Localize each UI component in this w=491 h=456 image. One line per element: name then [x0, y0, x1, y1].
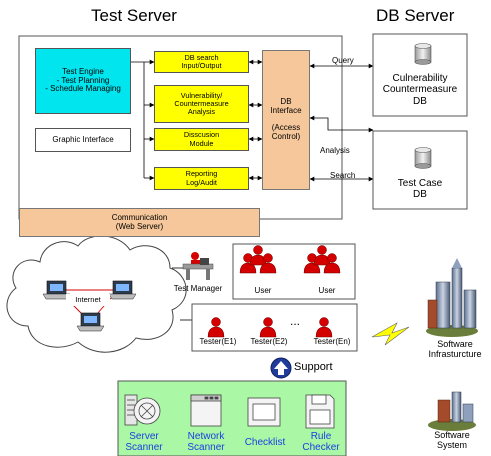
server-scanner-label: Server Scanner: [125, 431, 163, 453]
person-icon: [239, 253, 257, 274]
computer-icon: [108, 280, 137, 300]
people-icons: [207, 245, 341, 338]
module-discussion: Disscusion Module: [154, 128, 249, 151]
database-cylinder-icon: [414, 147, 432, 169]
module-db-search: DB search Input/Output: [154, 51, 249, 73]
checklist-icon: [247, 397, 281, 427]
testcase-db-label: Test Case DB: [397, 177, 443, 200]
test-engine-box: Test Engine - Test Planning - Schedule M…: [35, 48, 131, 114]
tester-ellipsis: ...: [290, 314, 301, 328]
module-links: [248, 59, 263, 181]
person-icon: [249, 245, 267, 266]
vulnerability-db-label: Culnerability Countermeasure DB: [382, 73, 458, 107]
analysis-label: Analysis: [320, 146, 350, 155]
network-scanner-icon: [190, 394, 222, 427]
tester-label: Tester(E2): [250, 337, 288, 346]
search-label: Search: [330, 171, 356, 180]
db-server-title: DB Server: [376, 6, 455, 25]
network-scanner-label: Network Scanner: [187, 431, 225, 453]
person-icon: [207, 317, 225, 338]
software-system-label: Software System: [434, 430, 470, 450]
module-vulnerability-analysis: Vulnerability/ Countermeasure Analysis: [154, 85, 249, 123]
person-icon: [315, 317, 333, 338]
checklist-label: Checklist: [244, 437, 286, 448]
support-label: Support: [294, 361, 333, 373]
internet-label: Internet: [66, 294, 110, 306]
engine-bus: [131, 59, 155, 181]
communication-box: Communication (Web Server): [19, 208, 260, 237]
test-manager-label: Test Manager: [173, 284, 223, 293]
rule-checker-icon: [305, 394, 335, 429]
db-interface-box: DB Interface (Access Control): [262, 50, 310, 190]
software-infrastructure-label: Software Infrasturcture: [428, 339, 482, 359]
person-icon: [313, 245, 331, 266]
computer-icon: [42, 280, 71, 300]
person-icon: [259, 253, 277, 274]
db-box-testcase: [372, 130, 468, 210]
support-up-arrow-icon: [270, 357, 292, 379]
query-label: Query: [332, 56, 354, 65]
person-icon: [323, 253, 341, 274]
rule-checker-label: Rule Checker: [302, 431, 340, 453]
db-links: [309, 63, 374, 182]
test-manager-icon: [182, 252, 214, 280]
person-icon: [303, 253, 321, 274]
module-reporting: Reporting Log/Audit: [154, 167, 249, 190]
user-label: User: [254, 286, 272, 295]
user-label: User: [318, 286, 336, 295]
graphic-interface-box: Graphic Interface: [35, 128, 131, 152]
software-system-icon: [428, 391, 476, 431]
person-icon: [259, 317, 277, 338]
test-server-title: Test Server: [91, 6, 177, 25]
lightning-icon: [371, 322, 410, 346]
software-infrastructure-icon: [426, 258, 478, 337]
tester-label: Tester(En): [313, 337, 351, 346]
database-cylinder-icon: [414, 43, 432, 65]
server-scanner-icon: [124, 394, 161, 426]
computer-icon: [76, 312, 105, 332]
tester-label: Tester(E1): [199, 337, 237, 346]
